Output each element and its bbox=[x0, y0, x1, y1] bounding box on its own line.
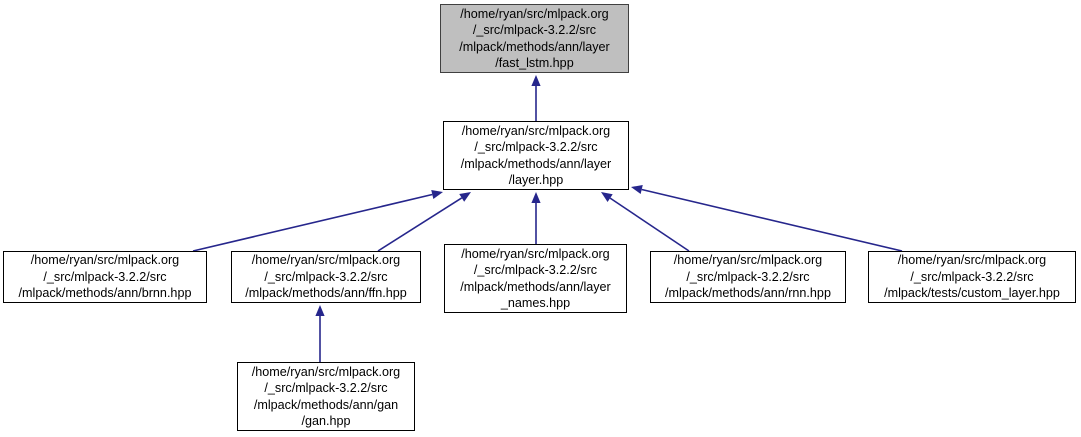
graph-node-fast_lstm: /home/ryan/src/mlpack.org /_src/mlpack-3… bbox=[440, 4, 629, 73]
edge-arrowhead-rnn-to-layer bbox=[601, 192, 613, 202]
edge-line-custom_layer-to-layer bbox=[641, 188, 903, 252]
graph-node-custom_layer[interactable]: /home/ryan/src/mlpack.org /_src/mlpack-3… bbox=[868, 251, 1076, 303]
graph-node-label-layer_names: /home/ryan/src/mlpack.org /_src/mlpack-3… bbox=[460, 246, 611, 310]
edge-arrowhead-gan-to-ffn bbox=[315, 305, 325, 316]
graph-node-label-gan: /home/ryan/src/mlpack.org /_src/mlpack-3… bbox=[251, 364, 401, 428]
graph-node-layer_names[interactable]: /home/ryan/src/mlpack.org /_src/mlpack-3… bbox=[444, 244, 627, 313]
edge-arrowhead-layer_names-to-layer bbox=[531, 192, 541, 203]
graph-node-brnn[interactable]: /home/ryan/src/mlpack.org /_src/mlpack-3… bbox=[3, 251, 207, 303]
edge-arrowhead-ffn-to-layer bbox=[459, 192, 471, 202]
graph-node-layer[interactable]: /home/ryan/src/mlpack.org /_src/mlpack-3… bbox=[443, 121, 629, 190]
graph-node-rnn[interactable]: /home/ryan/src/mlpack.org /_src/mlpack-3… bbox=[650, 251, 846, 303]
graph-node-label-rnn: /home/ryan/src/mlpack.org /_src/mlpack-3… bbox=[665, 253, 831, 301]
edge-line-brnn-to-layer bbox=[192, 193, 433, 252]
graph-node-label-layer: /home/ryan/src/mlpack.org /_src/mlpack-3… bbox=[460, 123, 612, 187]
graph-node-label-custom_layer: /home/ryan/src/mlpack.org /_src/mlpack-3… bbox=[884, 253, 1060, 301]
edge-arrowhead-layer-to-fast_lstm bbox=[531, 75, 541, 86]
graph-node-gan[interactable]: /home/ryan/src/mlpack.org /_src/mlpack-3… bbox=[237, 362, 415, 431]
edge-arrowhead-brnn-to-layer bbox=[431, 190, 443, 200]
graph-node-label-fast_lstm: /home/ryan/src/mlpack.org /_src/mlpack-3… bbox=[459, 6, 610, 70]
graph-node-ffn[interactable]: /home/ryan/src/mlpack.org /_src/mlpack-3… bbox=[231, 251, 421, 303]
graph-node-label-ffn: /home/ryan/src/mlpack.org /_src/mlpack-3… bbox=[245, 253, 407, 301]
graph-node-label-brnn: /home/ryan/src/mlpack.org /_src/mlpack-3… bbox=[18, 253, 192, 301]
edge-arrowhead-custom_layer-to-layer bbox=[631, 185, 643, 195]
